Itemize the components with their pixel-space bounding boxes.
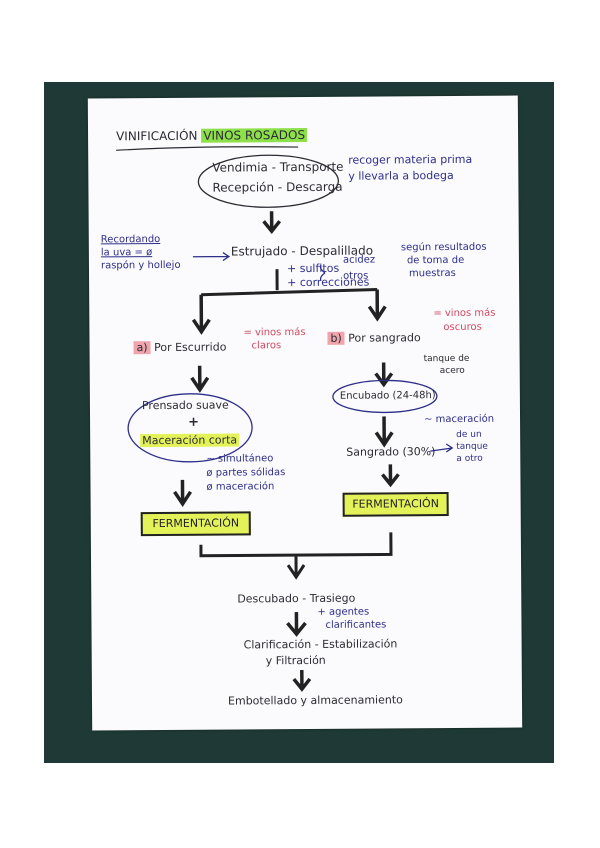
merge-lines (199, 532, 393, 580)
arrow-right-3 (381, 464, 400, 488)
additions-line1: + sulfitos (286, 261, 340, 276)
fermentacion-right-box: FERMENTACIÓN (342, 491, 449, 517)
corrections-note3: muestras (408, 267, 456, 280)
corrections-otros: otros (343, 270, 369, 282)
arrow-sangrado-note (430, 443, 454, 453)
top-note-line1: recoger materia prima (348, 152, 473, 167)
top-oval-line1: Vendimia - Transporte (212, 159, 344, 175)
arrow-down-clarificacion (292, 670, 312, 692)
maceracion-note: ~ maceración (424, 413, 495, 426)
branch-a-label: a) Por Escurrido (133, 341, 227, 355)
top-note-line2: y llevarla a bodega (348, 168, 454, 183)
left-oval-plus: + (188, 414, 200, 430)
clarificacion-line1: Clarificación - Estabilización (243, 637, 398, 652)
top-oval-line2: Recepción - Descarga (212, 179, 343, 195)
arrow-right-1 (374, 362, 394, 388)
arrow-right-2 (374, 416, 394, 448)
left-oval (127, 393, 253, 463)
page-title: VINIFICACIÓN VINOS ROSADOS (116, 127, 308, 144)
encubado-label: Encubado (24-48h) (339, 390, 436, 402)
corrections-note2: de toma de (406, 254, 465, 267)
top-oval (197, 154, 340, 208)
sangrado-label: Sangrado (30%) (346, 445, 436, 459)
corrections-note1: según resultados (400, 241, 487, 254)
title-highlight: VINOS ROSADOS (201, 127, 308, 143)
branch-b-note2: oscuros (443, 321, 482, 334)
corrections-acidez: acidez (342, 254, 376, 266)
arrow-down-1 (262, 211, 282, 235)
arrow-down-descubado (286, 612, 307, 637)
arrow-right-note (192, 252, 231, 262)
sangrado-note-line2: tanque (456, 441, 488, 452)
branch-split (201, 269, 378, 297)
right-oval (332, 379, 438, 414)
arrow-left-1 (190, 365, 210, 393)
sangrado-note-line3: a otro (456, 453, 483, 464)
clarificacion-line2: y Filtración (265, 653, 326, 668)
left-note-line1: Recordando (100, 234, 161, 246)
left-oval-line1: Prensado suave (141, 398, 229, 413)
fermentacion-left-box: FERMENTACIÓN (140, 511, 251, 537)
embotellado-label: Embotellado y almacenamiento (227, 693, 403, 708)
agentes-note-line2: clarificantes (325, 619, 387, 631)
corrections-brace (319, 264, 326, 282)
descubado-label: Descubado - Trasiego (237, 591, 356, 606)
tanque-note-line2: acero (439, 365, 465, 377)
left-notes-line1: ~ simultáneo (206, 453, 274, 465)
diagram-lines (116, 146, 454, 692)
branch-a-note1: = vinos más (243, 326, 306, 339)
left-notes-line3: ø maceración (206, 481, 275, 493)
notebook-page: VINIFICACIÓN VINOS ROSADOS Vendimia - Tr… (87, 95, 523, 731)
left-oval-line2: Maceración corta (140, 433, 240, 448)
left-note-line2: la uva = ø (100, 247, 153, 259)
sangrado-note-line1: de un (456, 429, 482, 440)
arrow-left-2 (173, 479, 193, 508)
tanque-note-line1: tanque de (423, 353, 470, 365)
arrow-branch-a (191, 294, 211, 335)
branch-b-note1: = vinos más (433, 307, 496, 320)
left-notes-line2: ø partes sólidas (206, 467, 286, 479)
agentes-note-line1: + agentes (317, 606, 370, 618)
branch-b-label: b) Por sangrado (327, 331, 421, 345)
branch-a-note2: claros (251, 340, 282, 352)
left-note-line3: raspón y hollejo (100, 259, 181, 272)
arrow-branch-b (367, 289, 387, 322)
title-underline (116, 146, 299, 151)
